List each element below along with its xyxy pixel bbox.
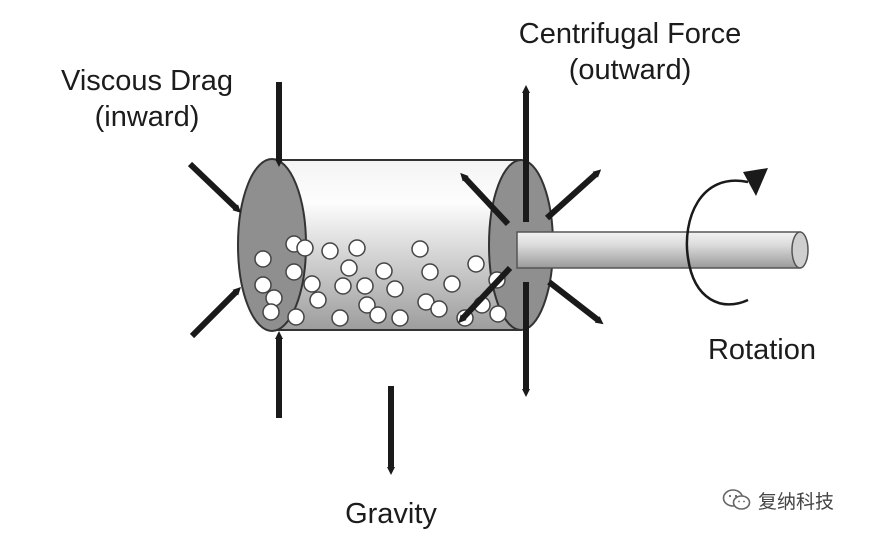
particle [265, 289, 283, 307]
centrifugal-force-label-line1: Centrifugal Force [518, 18, 742, 50]
viscous-drag-label: Viscous Drag (inward) [40, 63, 254, 135]
arrow-icon [187, 161, 242, 213]
particle [467, 255, 485, 273]
viscous-drag-arrows [187, 82, 283, 418]
particle [443, 275, 461, 293]
particle [254, 276, 272, 294]
rotation-arrow-icon [685, 168, 768, 306]
particle [309, 291, 327, 309]
watermark: 复纳科技 [722, 484, 834, 516]
cylinder [237, 158, 554, 332]
particle [296, 239, 314, 257]
centrifugal-force-label-line2: (outward) [568, 54, 692, 86]
particle [356, 277, 374, 295]
particle [262, 303, 280, 321]
particle [386, 280, 404, 298]
arrow-icon [458, 265, 513, 324]
rotation-shaft [516, 231, 809, 269]
rotation-label-text: Rotation [707, 334, 816, 366]
arrow-icon [189, 287, 241, 339]
particle [391, 309, 409, 327]
viscous-drag-label-line2: (inward) [94, 101, 200, 133]
arrow-icon [547, 279, 604, 325]
particle [369, 306, 387, 324]
viscous-drag-label-line1: Viscous Drag [61, 65, 233, 97]
gravity-label: Gravity [328, 496, 454, 532]
particle [421, 263, 439, 281]
particle [331, 309, 349, 327]
centrifugal-force-arrows [458, 85, 604, 397]
centrifugal-force-label: Centrifugal Force (outward) [490, 16, 770, 88]
particle [430, 300, 448, 318]
gravity-label-text: Gravity [345, 498, 437, 530]
particle [285, 263, 303, 281]
particle [375, 262, 393, 280]
particle [411, 240, 429, 258]
particle [303, 275, 321, 293]
particle [340, 259, 358, 277]
particle [334, 277, 352, 295]
particle [254, 250, 272, 268]
rotation-label: Rotation [692, 332, 832, 368]
arrow-icon [460, 172, 511, 227]
particle [348, 239, 366, 257]
arrow-icon [544, 169, 602, 221]
particle [287, 308, 305, 326]
particle [358, 296, 376, 314]
particle [321, 242, 339, 260]
wechat-icon [722, 489, 751, 510]
particles [254, 235, 507, 327]
particle [489, 305, 507, 323]
watermark-text: 复纳科技 [758, 490, 835, 513]
